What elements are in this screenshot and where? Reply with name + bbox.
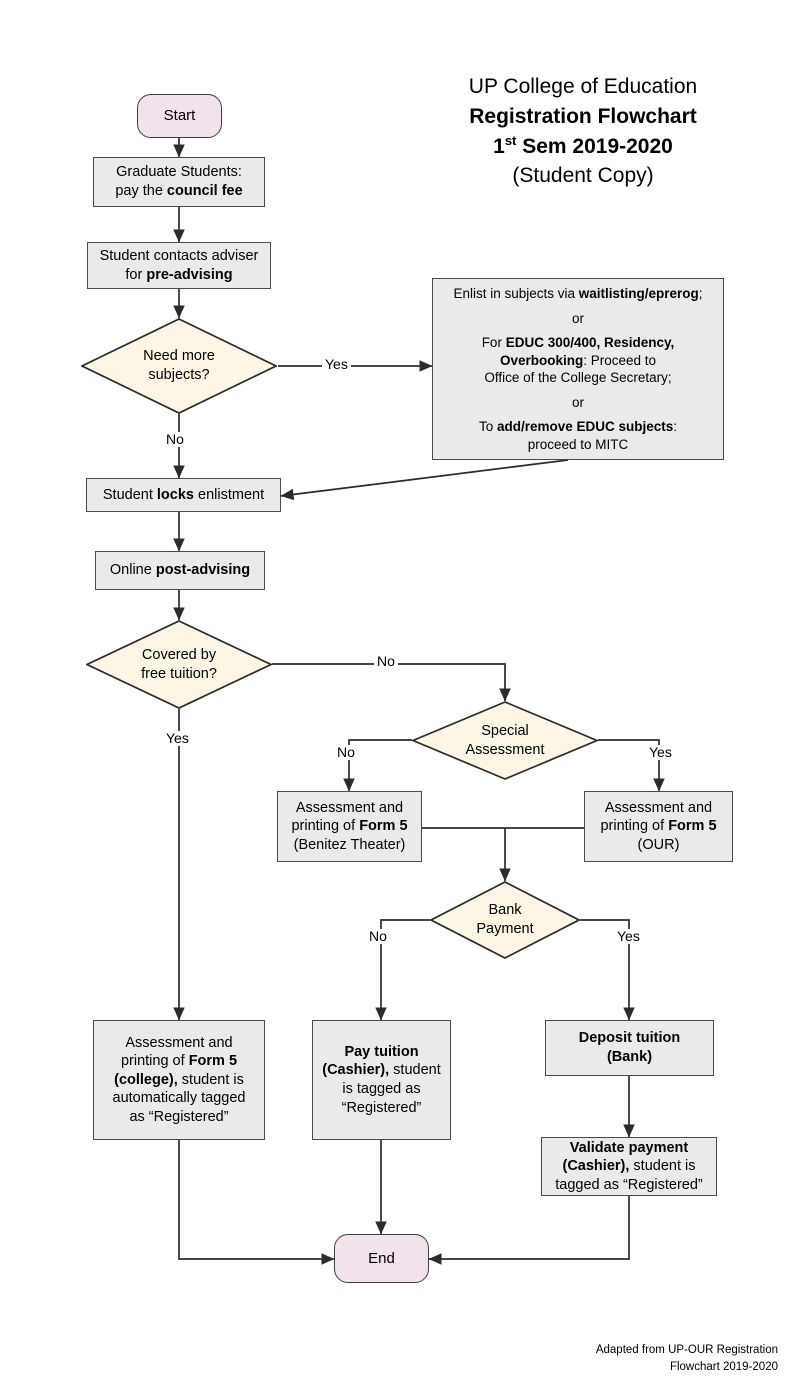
decision-shape	[412, 701, 598, 780]
edge-enlist-to-lock	[280, 459, 569, 501]
pay-tuition-line-3: is tagged as	[342, 1081, 421, 1097]
title-line-2: Registration Flowchart	[469, 104, 697, 128]
node-free-tuition[interactable]: Covered by free tuition?	[86, 620, 272, 709]
pre-advising-line-1: Student contacts adviser	[99, 247, 259, 264]
edge-free-tuition-no-to-special	[272, 663, 511, 702]
deposit-tuition-line-2: (Bank)	[606, 1049, 653, 1065]
chart-title: UP College of Education Registration Flo…	[398, 72, 768, 191]
node-form5-our[interactable]: Assessment and printing of Form 5 (OUR)	[584, 791, 733, 862]
form5-our-line-2: printing of Form 5	[600, 818, 717, 835]
form5-college-line-2: printing of Form 5	[120, 1053, 238, 1070]
footnote-line-1: Adapted from UP-OUR Registration	[595, 1344, 778, 1356]
footnote-line-2: Flowchart 2019-2020	[669, 1360, 778, 1373]
edge-label-bank-yes: Yes	[614, 928, 643, 945]
council-fee-line-1: Graduate Students:	[116, 164, 242, 181]
node-need-more-subjects[interactable]: Need more subjects?	[81, 318, 277, 414]
title-line-4: (Student Copy)	[512, 164, 654, 188]
validate-payment-line-2: (Cashier), student is	[562, 1158, 696, 1175]
node-start[interactable]: Start	[137, 94, 222, 138]
node-end-label: End	[368, 1249, 395, 1267]
node-enlist-options[interactable]: Enlist in subjects via waitlisting/eprer…	[432, 278, 724, 460]
bank-payment-label: Bank Payment	[476, 902, 534, 937]
node-form5-benitez[interactable]: Assessment and printing of Form 5 (Benit…	[277, 791, 422, 862]
decision-shape	[430, 881, 580, 959]
enlist-or-2: or	[571, 394, 584, 410]
edge-form5-college-to-end	[178, 1140, 335, 1265]
pay-tuition-line-1: Pay tuition	[344, 1043, 419, 1060]
free-tuition-label: Covered by free tuition?	[141, 646, 217, 682]
edge-special-no-to-form5-benitez	[343, 739, 412, 792]
title-line-1: UP College of Education	[468, 75, 698, 98]
node-form5-college[interactable]: Assessment and printing of Form 5 (colle…	[93, 1020, 265, 1140]
validate-payment-line-3: tagged as “Registered”	[555, 1176, 703, 1193]
node-validate-payment[interactable]: Validate payment (Cashier), student is t…	[541, 1137, 717, 1196]
edge-label-special-no: No	[334, 744, 358, 761]
enlist-option-2-line-2: Office of the College Secretary;	[484, 370, 672, 385]
node-pay-tuition[interactable]: Pay tuition (Cashier), student is tagged…	[312, 1020, 451, 1140]
deposit-tuition-line-1: Deposit tuition	[578, 1030, 681, 1047]
title-line-3: 1st Sem 2019-2020	[493, 132, 673, 158]
decision-shape	[81, 318, 277, 414]
node-start-label: Start	[163, 107, 196, 125]
enlist-option-1: Enlist in subjects via waitlisting/eprer…	[453, 286, 703, 302]
special-assessment-label: Special Assessment	[465, 722, 545, 758]
decision-shape	[86, 620, 272, 709]
enlist-option-3: To add/remove EDUC subjects:	[478, 419, 678, 435]
node-lock-enlistment[interactable]: Student locks enlistment	[86, 478, 281, 512]
footnote: Adapted from UP-OUR Registration Flowcha…	[478, 1342, 778, 1375]
node-pre-advising[interactable]: Student contacts adviser for pre-advisin…	[87, 242, 271, 289]
node-special-assessment[interactable]: Special Assessment	[412, 701, 598, 780]
pay-tuition-line-2: (Cashier), student	[322, 1062, 441, 1079]
form5-college-line-4: automatically tagged	[112, 1090, 246, 1107]
enlist-or-1: or	[571, 310, 584, 326]
edge-label-need-more-no: No	[163, 431, 187, 448]
form5-benitez-line-2: printing of Form 5	[291, 818, 408, 835]
edge-label-need-more-yes: Yes	[322, 356, 351, 373]
node-deposit-tuition[interactable]: Deposit tuition (Bank)	[545, 1020, 714, 1076]
node-council-fee[interactable]: Graduate Students: pay the council fee	[93, 157, 265, 207]
enlist-option-2: For EDUC 300/400, Residency, Overbooking…	[481, 335, 675, 368]
pre-advising-line-2: for pre-advising	[125, 266, 233, 283]
form5-our-line-3: (OUR)	[637, 836, 680, 853]
node-bank-payment[interactable]: Bank Payment	[430, 881, 580, 959]
pay-tuition-line-4: “Registered”	[341, 1099, 422, 1116]
enlist-option-3-line-2: proceed to MITC	[527, 436, 629, 452]
form5-college-line-5: as “Registered”	[129, 1108, 229, 1125]
form5-benitez-line-1: Assessment and	[295, 799, 404, 816]
form5-college-line-3: (college), student is	[114, 1071, 244, 1088]
edge-validate-to-end	[428, 1196, 630, 1265]
edge-label-special-yes: Yes	[646, 744, 675, 761]
validate-payment-line-1: Validate payment	[569, 1139, 689, 1156]
edge-label-free-tuition-no: No	[374, 653, 398, 670]
edge-label-free-tuition-yes: Yes	[163, 730, 192, 747]
node-end[interactable]: End	[334, 1234, 429, 1283]
form5-benitez-line-3: (Benitez Theater)	[293, 836, 406, 853]
node-post-advising[interactable]: Online post-advising	[95, 551, 265, 590]
form5-our-line-1: Assessment and	[604, 799, 713, 816]
form5-college-line-1: Assessment and	[125, 1034, 233, 1051]
edge-label-bank-no: No	[366, 928, 390, 945]
need-more-subjects-label: Need more subjects?	[143, 348, 215, 383]
council-fee-line-2: pay the council fee	[115, 183, 243, 199]
